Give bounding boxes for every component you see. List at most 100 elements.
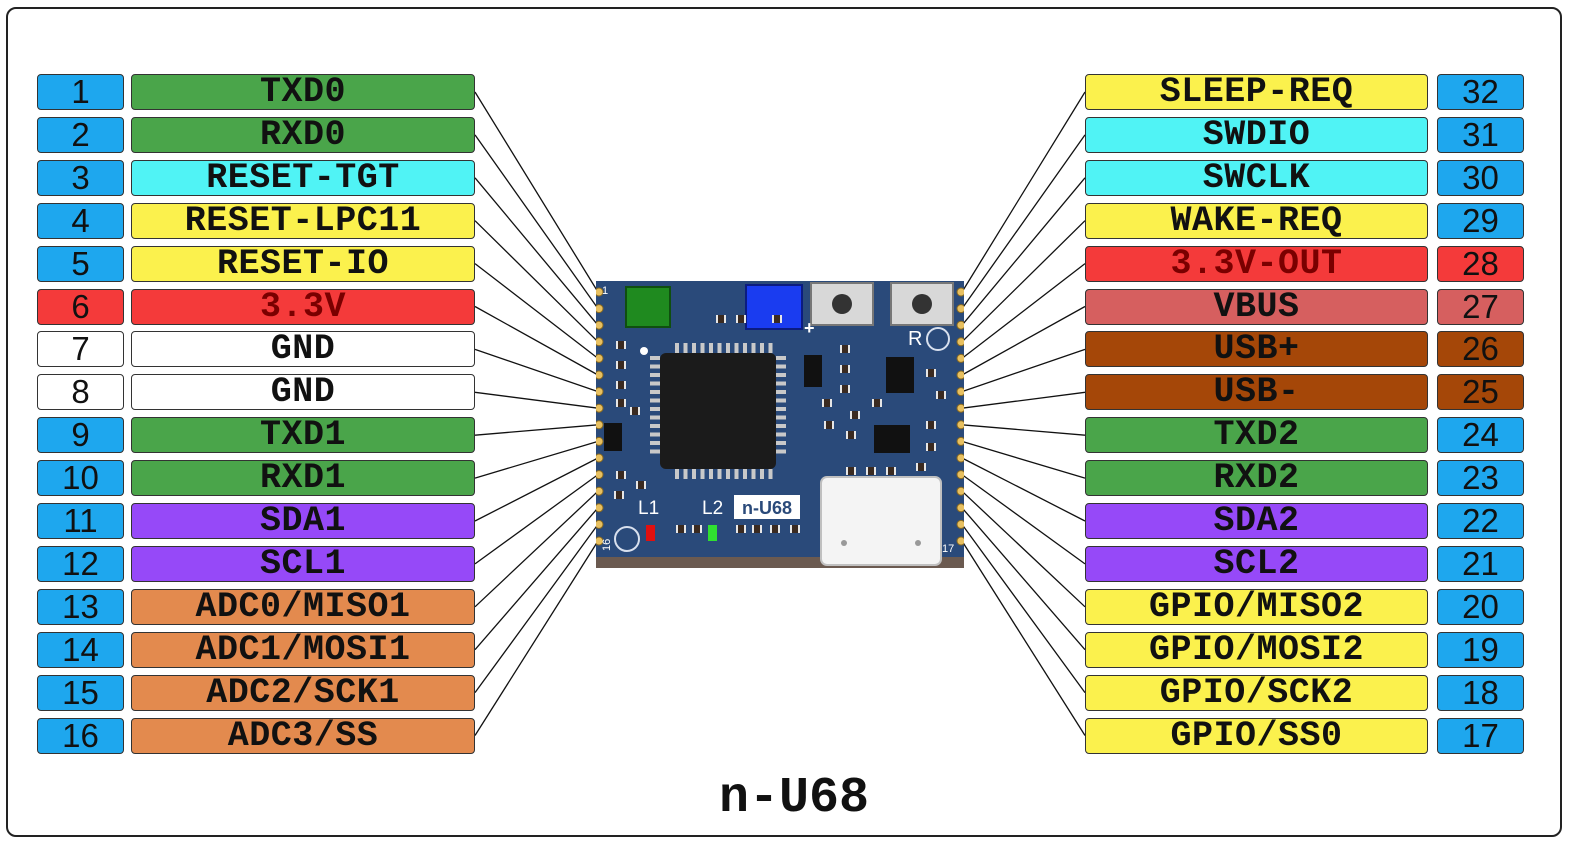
led2-label: L2 [702, 498, 723, 519]
pin-number-8: 8 [37, 374, 124, 411]
wire-pin-2 [474, 134, 599, 309]
wire-pin-9 [474, 424, 599, 436]
wire-pin-11 [474, 457, 599, 522]
pin-number-31: 31 [1437, 116, 1524, 153]
pin-number-19: 19 [1437, 631, 1524, 668]
pin-label-31: SWDIO [1085, 116, 1428, 153]
pin-number-23: 23 [1437, 460, 1524, 497]
pin-label-10: RXD1 [131, 460, 475, 497]
pin-number-18: 18 [1437, 674, 1524, 711]
wire-pin-3 [474, 177, 599, 326]
pin-label-5: RESET-IO [131, 245, 475, 282]
pin-label-23: RXD2 [1085, 460, 1428, 497]
pin-number-15: 15 [37, 674, 124, 711]
sot-ic-2 [874, 425, 910, 453]
pcb-bottom-edge [596, 557, 964, 568]
pin-label-27: VBUS [1085, 288, 1428, 325]
module-label-plate [734, 495, 800, 519]
diagram-title: n-U68 [718, 770, 870, 827]
wire-pin-18 [961, 524, 1086, 693]
pin-label-1: TXD0 [131, 74, 475, 110]
module-label: n-U68 [742, 498, 792, 518]
pin-number-21: 21 [1437, 545, 1524, 582]
pin-label-12: SCL1 [131, 545, 475, 582]
wire-pin-15 [474, 524, 599, 693]
wire-pin-31 [961, 134, 1086, 309]
mcu-dot [640, 347, 648, 355]
pin-label-15: ADC2/SCK1 [131, 674, 475, 711]
pin-number-29: 29 [1437, 202, 1524, 239]
wire-pin-29 [961, 220, 1086, 343]
pin-number-1: 1 [37, 74, 124, 110]
usb-hole-left [841, 540, 847, 546]
pin-number-25: 25 [1437, 374, 1524, 411]
plus-marker: + [804, 318, 815, 338]
pin-number-6: 6 [37, 288, 124, 325]
pin-label-20: GPIO/MISO2 [1085, 588, 1428, 625]
pin-number-17: 17 [1437, 717, 1524, 754]
wire-pin-16 [474, 540, 599, 736]
silk-pin17: 17 [942, 543, 954, 555]
pin-number-30: 30 [1437, 159, 1524, 196]
wire-pin-12 [474, 474, 599, 565]
pin-label-28: 3.3V-OUT [1085, 245, 1428, 282]
silk-pin1: 1 [602, 285, 608, 297]
n-u68-board: R + L1 L2 n-U68 1 16 17 [596, 281, 964, 568]
mounting-hole-bottom [614, 526, 640, 552]
pin-label-7: GND [131, 331, 475, 368]
pin-label-13: ADC0/MISO1 [131, 588, 475, 625]
pin-number-4: 4 [37, 202, 124, 239]
wire-pin-19 [961, 507, 1086, 651]
green-led-block [625, 286, 671, 328]
wire-pin-21 [961, 474, 1086, 565]
wire-pin-32 [961, 91, 1086, 293]
pin-number-7: 7 [37, 331, 124, 368]
passive-components [614, 315, 946, 533]
regulator [804, 355, 822, 387]
pin-number-24: 24 [1437, 417, 1524, 454]
button-2-cap [912, 294, 932, 314]
pin-label-2: RXD0 [131, 116, 475, 153]
silk-pin16: 16 [601, 539, 613, 551]
pin-label-29: WAKE-REQ [1085, 202, 1428, 239]
pin-number-9: 9 [37, 417, 124, 454]
pin-number-13: 13 [37, 588, 124, 625]
wire-pin-13 [474, 490, 599, 608]
pin-number-16: 16 [37, 717, 124, 754]
usb-hole-right [915, 540, 921, 546]
pin-number-14: 14 [37, 631, 124, 668]
pin-number-10: 10 [37, 460, 124, 497]
wire-pin-10 [474, 440, 599, 479]
pin-number-12: 12 [37, 545, 124, 582]
red-led [646, 525, 655, 541]
wire-pin-28 [961, 263, 1086, 359]
green-led [708, 525, 717, 541]
left-ic [604, 423, 622, 451]
pin-number-22: 22 [1437, 503, 1524, 539]
pin-label-30: SWCLK [1085, 159, 1428, 196]
pin-label-22: SDA2 [1085, 503, 1428, 539]
wire-pin-23 [961, 440, 1086, 479]
pin-number-28: 28 [1437, 245, 1524, 282]
pin-label-18: GPIO/SCK2 [1085, 674, 1428, 711]
wire-pin-26 [961, 348, 1086, 393]
pin-number-20: 20 [1437, 588, 1524, 625]
wire-pin-6 [474, 305, 599, 376]
usb-connector [820, 476, 942, 566]
pin-number-32: 32 [1437, 74, 1524, 110]
pin-label-6: 3.3V [131, 288, 475, 325]
mcu-pins [650, 343, 786, 479]
button-1-cap [832, 294, 852, 314]
wire-pin-22 [961, 457, 1086, 522]
pin-label-25: USB- [1085, 374, 1428, 411]
wire-pin-7 [474, 348, 599, 393]
sot-ic-1 [886, 357, 914, 393]
pin-number-11: 11 [37, 503, 124, 539]
pin-label-24: TXD2 [1085, 417, 1428, 454]
pin-label-26: USB+ [1085, 331, 1428, 368]
wire-pin-14 [474, 507, 599, 651]
pin-label-19: GPIO/MOSI2 [1085, 631, 1428, 668]
wire-pin-30 [961, 177, 1086, 326]
pin-label-9: TXD1 [131, 417, 475, 454]
pin-label-4: RESET-LPC11 [131, 202, 475, 239]
